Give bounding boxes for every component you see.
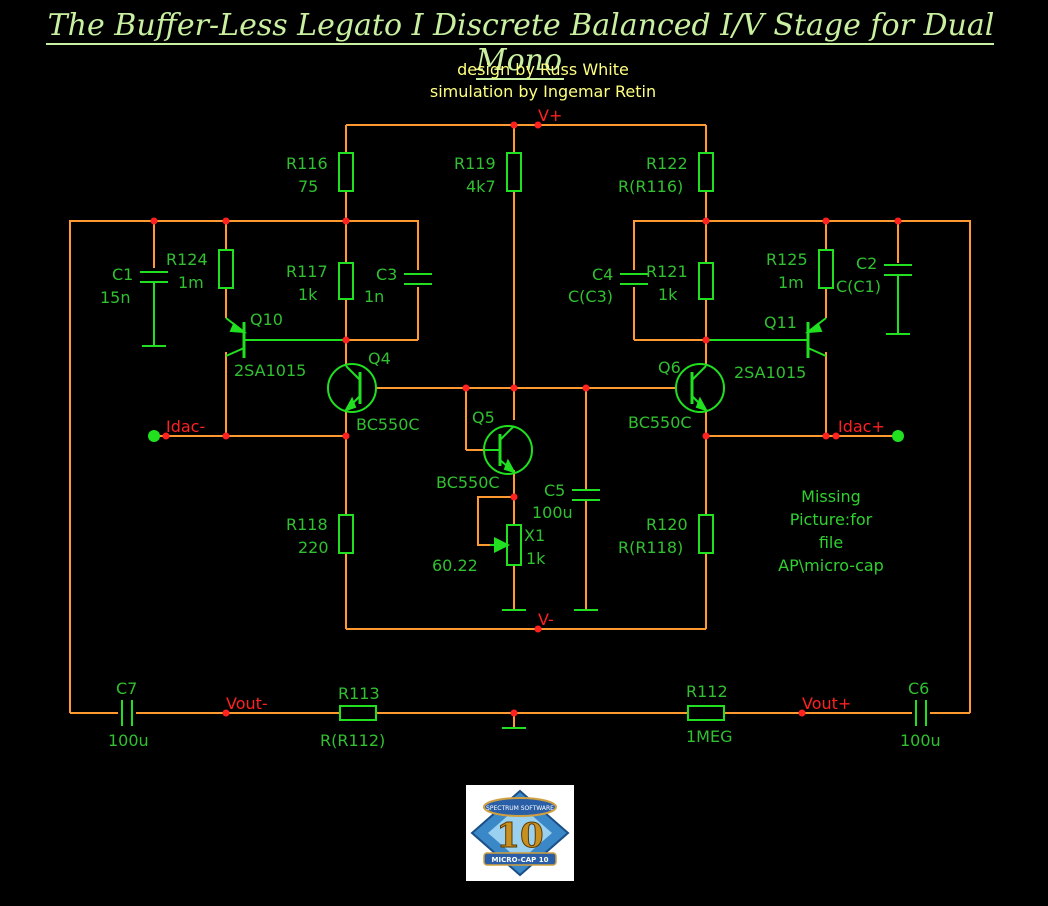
terminal-dots: [148, 430, 904, 442]
r120-value: R(R118): [618, 538, 683, 557]
q10-name: Q10: [250, 310, 283, 329]
micro-cap-logo: SPECTRUM SOFTWARE 10 MICRO-CAP 10: [466, 785, 574, 881]
node-vminus: V-: [538, 610, 554, 629]
resistor-r125: [818, 249, 834, 289]
r119-value: 4k7: [466, 177, 496, 196]
capacitor-c2: [884, 264, 912, 335]
page-title: The Buffer-Less Legato I Discrete Balanc…: [45, 8, 995, 80]
logo-vendor: SPECTRUM SOFTWARE: [486, 805, 554, 812]
q11-type: 2SA1015: [734, 363, 806, 382]
capacitor-c5: [572, 489, 600, 501]
missing-picture-text: Missing Picture:for file AP\micro-cap: [778, 487, 884, 575]
c3-value: 1n: [364, 287, 384, 306]
c1-value: 15n: [100, 288, 131, 307]
design-credit: design by Russ White: [457, 60, 629, 79]
resistor-r118: [338, 514, 354, 554]
node-idac-minus: Idac-: [166, 417, 205, 436]
node-vplus: V+: [538, 106, 562, 125]
transistor-q6: [675, 363, 725, 413]
potentiometer-x1: [506, 524, 522, 566]
resistor-r113: [339, 705, 377, 721]
r122-name: R122: [646, 154, 688, 173]
logo-version: 10: [496, 816, 543, 856]
resistor-r112: [687, 705, 725, 721]
missing-line4: AP\micro-cap: [778, 556, 884, 575]
c1-name: C1: [112, 265, 133, 284]
resistor-r117: [338, 262, 354, 300]
transistor-q11: [706, 317, 827, 358]
c7-name: C7: [116, 679, 137, 698]
resistor-r116: [338, 152, 354, 192]
capacitor-c6: [915, 700, 927, 726]
capacitor-c4: [620, 273, 648, 285]
c6-value: 100u: [900, 731, 941, 750]
capacitor-c1: [140, 271, 168, 347]
r112-name: R112: [686, 682, 728, 701]
wires: [69, 124, 971, 728]
r117-name: R117: [286, 262, 328, 281]
c4-name: C4: [592, 265, 613, 284]
c5-value: 100u: [532, 503, 573, 522]
x1-value: 1k: [526, 549, 546, 568]
x1-setting: 60.22: [432, 556, 478, 575]
missing-line3: file: [819, 533, 843, 552]
capacitor-c7: [121, 700, 133, 726]
node-vout-minus: Vout-: [226, 694, 268, 713]
missing-line2: Picture:for: [790, 510, 873, 529]
simulation-credit: simulation by Ingemar Retin: [429, 82, 657, 101]
r118-name: R118: [286, 515, 328, 534]
resistor-r120: [698, 514, 714, 554]
r112-value: 1MEG: [686, 727, 733, 746]
q5-type: BC550C: [436, 473, 500, 492]
r125-name: R125: [766, 250, 808, 269]
r116-name: R116: [286, 154, 328, 173]
node-idac-plus: Idac+: [838, 417, 885, 436]
q11-name: Q11: [764, 313, 797, 332]
x1-name: X1: [524, 526, 545, 545]
c6-name: C6: [908, 679, 929, 698]
q5-name: Q5: [472, 408, 495, 427]
q6-name: Q6: [658, 358, 681, 377]
c2-name: C2: [856, 254, 877, 273]
resistor-r119: [506, 152, 522, 192]
ground-symbols: [502, 609, 598, 729]
transistor-q5: [483, 425, 533, 475]
transistor-q10: [225, 317, 346, 358]
r122-value: R(R116): [618, 177, 683, 196]
r113-name: R113: [338, 684, 380, 703]
r116-value: 75: [298, 177, 318, 196]
c3-name: C3: [376, 265, 397, 284]
c5-name: C5: [544, 481, 565, 500]
resistor-r122: [698, 152, 714, 192]
c4-value: C(C3): [568, 287, 613, 306]
r113-value: R(R112): [320, 731, 385, 750]
r125-value: 1m: [778, 273, 804, 292]
q4-name: Q4: [368, 349, 391, 368]
r124-value: 1m: [178, 273, 204, 292]
c2-value: C(C1): [836, 277, 881, 296]
junction-dots: [150, 121, 902, 717]
r119-name: R119: [454, 154, 496, 173]
transistor-q4: [327, 363, 377, 413]
c7-value: 100u: [108, 731, 149, 750]
q10-type: 2SA1015: [234, 361, 306, 380]
capacitor-c3: [404, 273, 432, 285]
missing-line1: Missing: [801, 487, 861, 506]
r121-value: 1k: [658, 285, 678, 304]
r124-name: R124: [166, 250, 208, 269]
resistor-r124: [218, 249, 234, 289]
r121-name: R121: [646, 262, 688, 281]
r120-name: R120: [646, 515, 688, 534]
logo-product: MICRO-CAP 10: [492, 856, 549, 864]
node-vout-plus: Vout+: [802, 694, 851, 713]
resistor-r121: [698, 262, 714, 300]
r117-value: 1k: [298, 285, 318, 304]
q4-type: BC550C: [356, 415, 420, 434]
q6-type: BC550C: [628, 413, 692, 432]
r118-value: 220: [298, 538, 329, 557]
